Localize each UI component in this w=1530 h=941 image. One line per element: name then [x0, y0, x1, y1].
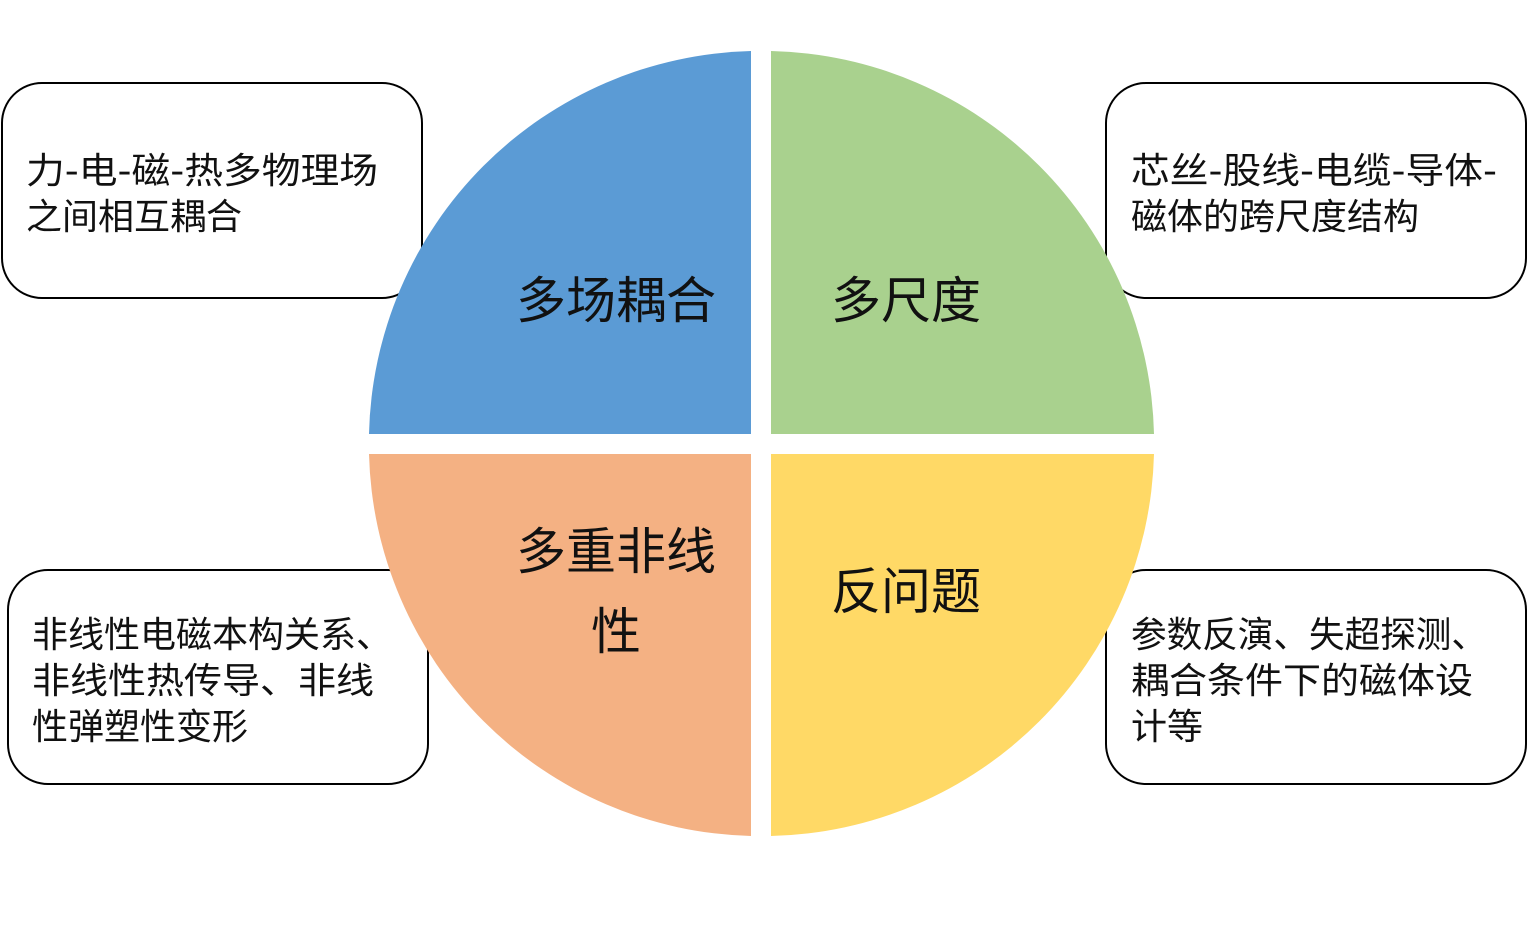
callout-text-bottom-left-line3: 性弹塑性变形: [32, 707, 248, 748]
callout-text-bottom-right-line2: 耦合条件下的磁体设: [1131, 661, 1473, 702]
callout-text-bottom-right-line3: 计等: [1131, 707, 1203, 748]
callout-text-top-right-line2: 磁体的跨尺度结构: [1131, 197, 1419, 238]
quadrant-top-right: [771, 51, 1154, 434]
callout-text-bottom-left-line1: 非线性电磁本构关系、: [32, 615, 392, 656]
callout-text-top-right-line1: 芯丝-股线-电缆-导体-: [1131, 151, 1497, 192]
callout-texts: 力-电-磁-热多物理场 之间相互耦合 芯丝-股线-电缆-导体- 磁体的跨尺度结构…: [26, 151, 1497, 748]
callout-box-bottom-right: [1105, 569, 1527, 785]
quadrant-circle: [369, 51, 1154, 836]
callout-text-top-left-line2: 之间相互耦合: [26, 197, 242, 238]
callout-box-top-left: [1, 82, 423, 299]
callout-text-bottom-left-line2: 非线性热传导、非线: [32, 661, 374, 702]
callout-boxes: [1, 82, 1527, 785]
quadrant-label-top-right: 多尺度: [831, 272, 981, 330]
quadrant-label-bottom-left-line1: 多重非线: [516, 523, 716, 581]
quadrant-top-left: [369, 51, 751, 434]
callout-box-top-right: [1105, 82, 1527, 299]
quadrant-label-bottom-right: 反问题: [831, 563, 981, 621]
quadrant-label-bottom-left-line2: 性: [591, 603, 641, 661]
callout-text-top-left-line1: 力-电-磁-热多物理场: [26, 151, 378, 192]
quadrant-bottom-left: [369, 454, 751, 836]
quadrant-labels: 多场耦合 多尺度 多重非线 性 反问题: [516, 272, 981, 661]
callout-box-bottom-left: [7, 569, 429, 785]
callout-text-bottom-right-line1: 参数反演、失超探测、: [1131, 615, 1487, 656]
quadrant-label-top-left: 多场耦合: [516, 272, 716, 330]
quadrant-bottom-right: [771, 454, 1154, 836]
